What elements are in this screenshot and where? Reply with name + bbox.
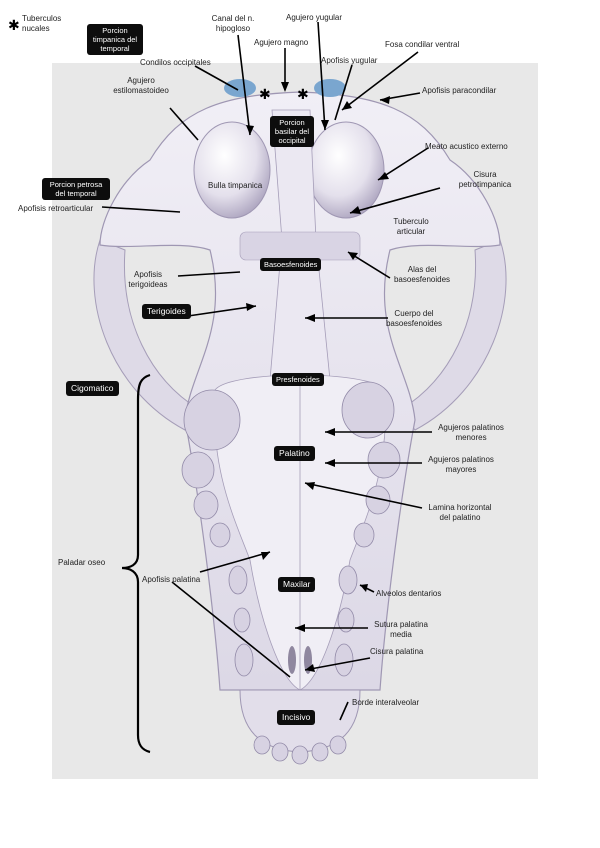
label-lamina: Lamina horizontal del palatino xyxy=(420,503,500,523)
label-agujero-magno: Agujero magno xyxy=(254,38,308,48)
label-apofisis-paracondilar: Apofisis paracondilar xyxy=(422,86,496,96)
label-cisura-petrotimpanica: Cisura petrotimpanica xyxy=(450,170,520,190)
right-tympanic-bulla xyxy=(308,122,384,218)
box-porcion-basilar: Porcion basilar del occipital xyxy=(270,116,314,147)
svg-text:✱: ✱ xyxy=(8,18,20,34)
svg-text:✱: ✱ xyxy=(297,87,309,103)
label-condilos: Condilos occipitales xyxy=(140,58,211,68)
svg-text:✱: ✱ xyxy=(259,87,271,103)
label-sutura: Sutura palatina media xyxy=(366,620,436,640)
box-porcion-timpanica: Porcion timpanica del temporal xyxy=(87,24,143,55)
label-canal-hipogloso: Canal del n. hipogloso xyxy=(205,14,261,34)
left-palatine-fissure xyxy=(288,646,296,674)
label-meato: Meato acustico externo xyxy=(425,142,508,152)
label-agujeros-mayores: Agujeros palatinos mayores xyxy=(420,455,502,475)
box-terigoides: Terigoides xyxy=(142,304,191,319)
left-condyle xyxy=(224,79,256,97)
sphenoid-wings xyxy=(240,232,360,260)
box-presfenoides: Presfenoides xyxy=(272,373,324,386)
label-tuberculos-nucales: Tuberculos nucales xyxy=(22,14,61,34)
label-agujero-estilomastoideo: Agujero estilomastoideo xyxy=(106,76,176,96)
label-borde-interalveolar: Borde interalveolar xyxy=(352,698,419,708)
left-tympanic-bulla xyxy=(194,122,270,218)
box-incisivo: Incisivo xyxy=(277,710,315,725)
right-condyle xyxy=(314,79,346,97)
label-apofisis-yugular: Apofisis yugular xyxy=(321,56,377,66)
label-apofisis-terigoideas: Apofisis terigoideas xyxy=(120,270,176,290)
label-paladar: Paladar oseo xyxy=(58,558,105,568)
box-cigomatico: Cigomatico xyxy=(66,381,119,396)
label-cisura-palatina: Cisura palatina xyxy=(370,647,423,657)
box-maxilar: Maxilar xyxy=(278,577,315,592)
label-apofisis-retroarticular: Apofisis retroarticular xyxy=(18,204,93,214)
label-alveolos: Alveolos dentarios xyxy=(376,589,441,599)
label-cuerpo: Cuerpo del basoesfenoides xyxy=(378,309,450,329)
label-agujero-yugular: Agujero yugular xyxy=(286,13,342,23)
label-tuberculo-articular: Tuberculo articular xyxy=(386,217,436,237)
label-agujeros-menores: Agujeros palatinos menores xyxy=(430,423,512,443)
box-basoesfenoides: Basoesfenoides xyxy=(260,258,321,271)
label-bulla: Bulla timpanica xyxy=(208,181,262,191)
box-palatino: Palatino xyxy=(274,446,315,461)
label-apofisis-palatina: Apofisis palatina xyxy=(142,575,200,585)
label-alas: Alas del basoesfenoides xyxy=(382,265,462,285)
box-porcion-petrosa: Porcion petrosa del temporal xyxy=(42,178,110,200)
label-fosa-condilar: Fosa condilar ventral xyxy=(385,40,459,50)
